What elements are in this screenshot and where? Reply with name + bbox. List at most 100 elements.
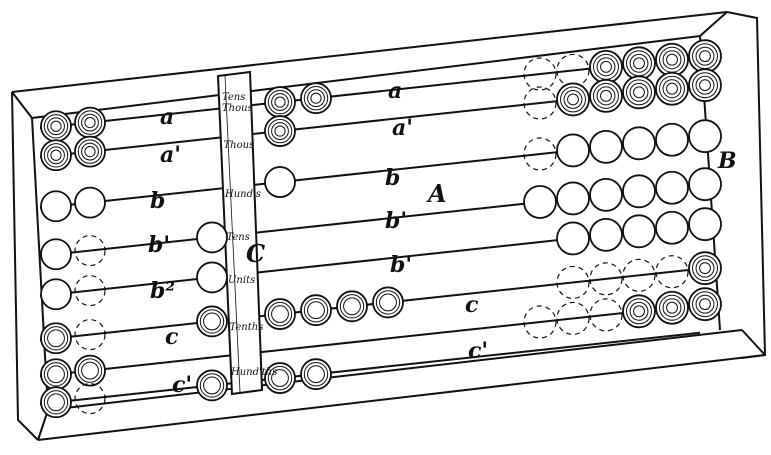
bead (589, 177, 623, 212)
bead (589, 49, 623, 84)
bead (40, 322, 72, 355)
bead (264, 115, 296, 147)
bead (40, 386, 72, 419)
bead (74, 186, 106, 219)
rod-letter-right: b' (390, 252, 412, 278)
bead (40, 238, 72, 271)
bead (622, 214, 656, 249)
rod-letter-left: a' (160, 142, 181, 168)
bead-outline-dashed (523, 57, 557, 91)
rod-letter-right: b' (385, 208, 407, 234)
part-label-c: C (246, 239, 265, 268)
rod (39, 331, 701, 405)
bead (688, 68, 722, 103)
bead (372, 286, 404, 319)
column-label: Tenths (230, 322, 264, 333)
rod-letter-right: c (465, 292, 479, 318)
bead (688, 207, 722, 242)
bead (40, 358, 72, 391)
bead (655, 170, 689, 205)
bead (300, 358, 332, 391)
bead (74, 354, 106, 387)
bead (264, 166, 296, 198)
part-label-b: B (717, 148, 737, 174)
bead (655, 210, 689, 245)
bead (523, 185, 557, 219)
abacus-beads (40, 39, 722, 419)
bead (655, 42, 689, 77)
bead-outline-dashed (589, 298, 623, 332)
bead (196, 305, 228, 338)
bead-outline-dashed (74, 383, 106, 415)
bead (74, 106, 106, 139)
bead-outline-dashed (556, 265, 590, 300)
bead (688, 287, 722, 322)
bead-outline-dashed (556, 301, 590, 336)
bead-outline-dashed (622, 258, 656, 292)
column-label: Hund's (224, 189, 261, 200)
bead-outline-dashed (74, 319, 106, 351)
rod-letter-left: c (165, 324, 179, 350)
rod-letter-left: c' (172, 372, 192, 398)
column-label: Thous (224, 140, 255, 151)
bead (589, 129, 623, 164)
bead (336, 290, 368, 323)
bead (622, 126, 656, 161)
bead-outline-dashed (655, 255, 689, 289)
bead (622, 46, 656, 81)
bead-outline-dashed (523, 86, 557, 120)
rod-letter-left: b² (150, 278, 175, 304)
rod (39, 302, 716, 377)
rod-letter-right: a (388, 78, 402, 104)
bead-outline-dashed (523, 137, 557, 171)
bead (40, 139, 72, 172)
bead (196, 369, 228, 402)
bead-outline-dashed (523, 305, 557, 339)
bead (556, 221, 590, 256)
bead (688, 119, 722, 154)
bead (264, 298, 296, 330)
bead (556, 82, 590, 117)
bead (40, 190, 72, 223)
bead (264, 86, 296, 118)
bead (300, 82, 332, 115)
rod-letter-right: b (385, 165, 400, 191)
bead (688, 251, 722, 286)
bead (40, 110, 72, 143)
rod-letters: a a' b b' b² c c' a a' b b' b' c c' (148, 78, 488, 398)
bead (688, 167, 722, 202)
bead (264, 362, 296, 394)
bead (655, 71, 689, 106)
bead (74, 135, 106, 168)
bead (688, 39, 722, 74)
bead (300, 294, 332, 327)
rod-letter-left: a (160, 104, 174, 130)
column-label: Units (228, 275, 255, 286)
column-label: Hund'ths (230, 367, 277, 378)
bead (655, 290, 689, 325)
bead-outline-dashed (589, 262, 623, 296)
rod-letter-right: c' (468, 338, 488, 364)
bead (556, 133, 590, 168)
bead (622, 294, 656, 329)
bead-outline-dashed (74, 275, 106, 307)
bead (556, 181, 590, 216)
bead (196, 221, 228, 254)
divider-column (216, 70, 264, 396)
rod-letter-right: a' (392, 115, 413, 141)
bead (589, 78, 623, 113)
bead (40, 278, 72, 311)
bead (622, 75, 656, 110)
bead (622, 174, 656, 209)
bead (655, 122, 689, 157)
bead (589, 217, 623, 252)
rod-letter-left: b (150, 188, 165, 214)
part-label-a: A (426, 179, 447, 208)
bead-outline-dashed (74, 235, 106, 267)
bead-outline-dashed (556, 53, 590, 88)
rod-letter-left: b' (148, 232, 170, 258)
column-label: Tens (227, 232, 250, 243)
